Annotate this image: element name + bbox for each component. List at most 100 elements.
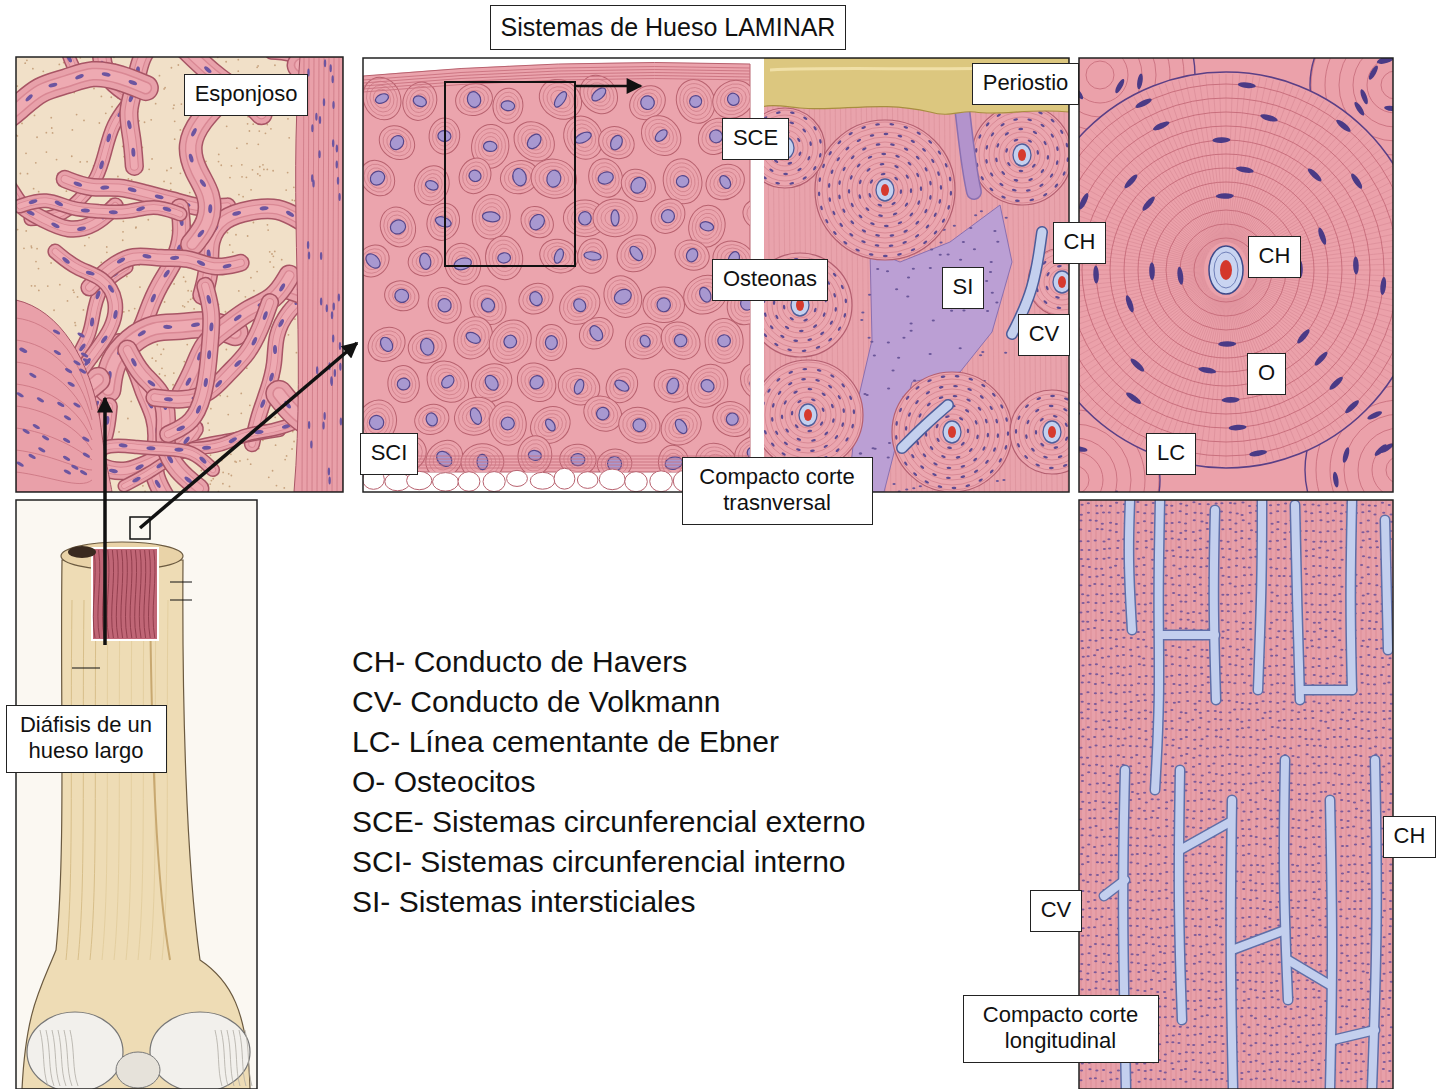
spongy-bone-illustration	[130, 401, 132, 403]
osteon-field	[436, 297, 452, 314]
spongy-bone-illustration	[35, 261, 37, 263]
osteon-field	[457, 84, 492, 116]
osteon	[1019, 170, 1024, 173]
osteon	[764, 312, 768, 317]
spongy-bone-illustration	[73, 291, 75, 293]
osteon-field	[495, 409, 521, 439]
osteon	[1004, 131, 1009, 136]
osteon-field	[525, 371, 548, 394]
spongy-bone-illustration	[337, 177, 339, 185]
osteon-field	[547, 87, 573, 113]
osteon-detail-illustration	[868, 337, 871, 339]
spongy-bone-illustration	[227, 232, 229, 234]
spongy-bone-illustration	[258, 130, 260, 132]
osteon-field	[486, 317, 535, 367]
osteon-field	[495, 91, 521, 121]
spongy-bone-illustration	[16, 74, 146, 125]
osteon	[903, 147, 908, 151]
osteon-field	[649, 197, 686, 235]
osteon-field	[594, 405, 611, 422]
spongy-bone-illustration	[160, 353, 162, 355]
osteon-field	[464, 405, 488, 427]
spongy-bone-illustration	[151, 357, 153, 359]
osteon-field	[372, 330, 401, 358]
osteon	[910, 188, 913, 193]
osteon	[858, 214, 863, 219]
osteon-field	[624, 412, 654, 439]
osteon-field	[697, 285, 713, 303]
spongy-bone-illustration	[144, 121, 146, 123]
osteon-detail-illustration	[953, 225, 956, 227]
osteon-field	[390, 368, 418, 400]
osteon-field	[615, 233, 658, 275]
spongy-bone-illustration	[187, 301, 189, 303]
osteon-field	[461, 325, 485, 350]
osteon	[881, 153, 886, 156]
spongy-bone-illustration	[259, 206, 268, 211]
spongy-bone-illustration	[270, 128, 272, 130]
spongy-bone-illustration	[308, 251, 310, 259]
osteon-field	[610, 373, 634, 398]
osteon-detail-illustration	[859, 452, 862, 454]
spongy-bone-illustration	[320, 297, 322, 305]
spongy-bone-illustration	[268, 372, 274, 382]
spongy-bone-illustration	[294, 318, 296, 320]
spongy-bone-illustration	[71, 155, 73, 157]
osteon-field	[710, 167, 741, 197]
spongy-bone-illustration	[291, 199, 293, 201]
spongy-bone-illustration	[163, 348, 165, 350]
osteon	[903, 229, 908, 233]
osteon	[861, 240, 866, 244]
osteon-field	[593, 199, 638, 237]
osteon-field	[667, 164, 698, 198]
spongy-bone-illustration	[273, 266, 275, 268]
spongy-bone-illustration	[56, 401, 65, 408]
osteon	[948, 176, 951, 181]
osteon-detail-illustration	[913, 379, 916, 381]
osteon-field	[657, 297, 671, 312]
spongy-bone-illustration	[183, 276, 185, 278]
osteon	[828, 197, 831, 202]
spongy-bone-illustration	[222, 472, 224, 474]
spongy-bone-illustration	[19, 347, 28, 354]
spongy-bone-illustration	[226, 125, 228, 127]
osteon-detail-illustration	[973, 248, 976, 250]
osteon	[1062, 171, 1066, 176]
spongy-bone-illustration	[86, 161, 88, 163]
spongy-bone-illustration	[64, 367, 73, 374]
osteon-field	[725, 91, 741, 107]
osteon	[989, 122, 1055, 188]
osteon	[1029, 198, 1034, 201]
osteon	[832, 230, 837, 235]
spongy-bone-illustration	[134, 308, 136, 310]
osteon	[979, 112, 1065, 198]
osteon	[837, 140, 842, 145]
spongy-bone-illustration	[336, 144, 338, 152]
osteon	[868, 193, 872, 198]
osteon	[905, 174, 910, 179]
spongy-bone-illustration	[122, 220, 124, 222]
spongy-bone-illustration	[269, 261, 271, 263]
osteon-detail-illustration	[886, 270, 889, 272]
osteon-detail-illustration	[990, 261, 993, 263]
osteon-field	[386, 364, 422, 405]
osteon-field	[603, 130, 629, 154]
spongy-bone-illustration	[256, 271, 258, 273]
spongy-bone-illustration	[77, 332, 86, 339]
osteon-field	[510, 355, 564, 409]
osteon-field	[407, 87, 434, 116]
spongy-bone-illustration	[78, 368, 87, 375]
osteon	[822, 312, 826, 317]
osteon-field	[520, 205, 554, 239]
spongy-bone-illustration	[235, 234, 237, 236]
spongy-bone-illustration	[185, 281, 187, 283]
osteon	[834, 307, 837, 312]
spongy-bone-illustration	[135, 227, 137, 229]
osteon-field	[583, 251, 601, 262]
osteon	[847, 152, 923, 228]
spongy-bone-illustration	[41, 434, 50, 441]
osteon-field	[439, 373, 456, 390]
osteon-field	[378, 124, 416, 162]
osteon-field	[514, 278, 558, 320]
